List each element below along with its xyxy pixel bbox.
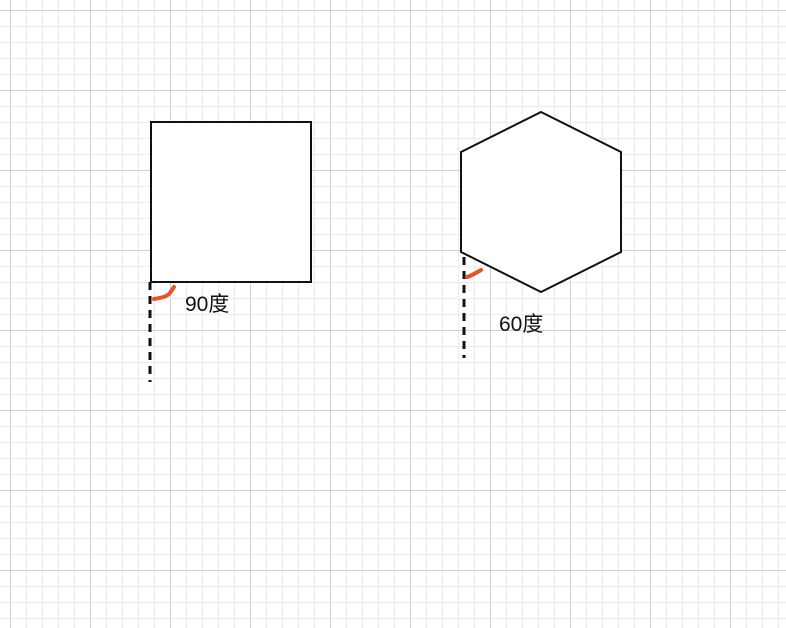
hexagon-angle-label: 60度 [499,313,543,336]
hexagon-figure[interactable]: 60度 [460,110,622,358]
hexagon-shape[interactable] [460,110,622,294]
square-shape[interactable] [150,121,312,283]
square-angle-mark [152,285,176,301]
square-angle-label: 90度 [185,293,229,316]
hexagon-angle-mark [465,268,483,279]
square-figure[interactable]: 90度 [148,121,312,382]
